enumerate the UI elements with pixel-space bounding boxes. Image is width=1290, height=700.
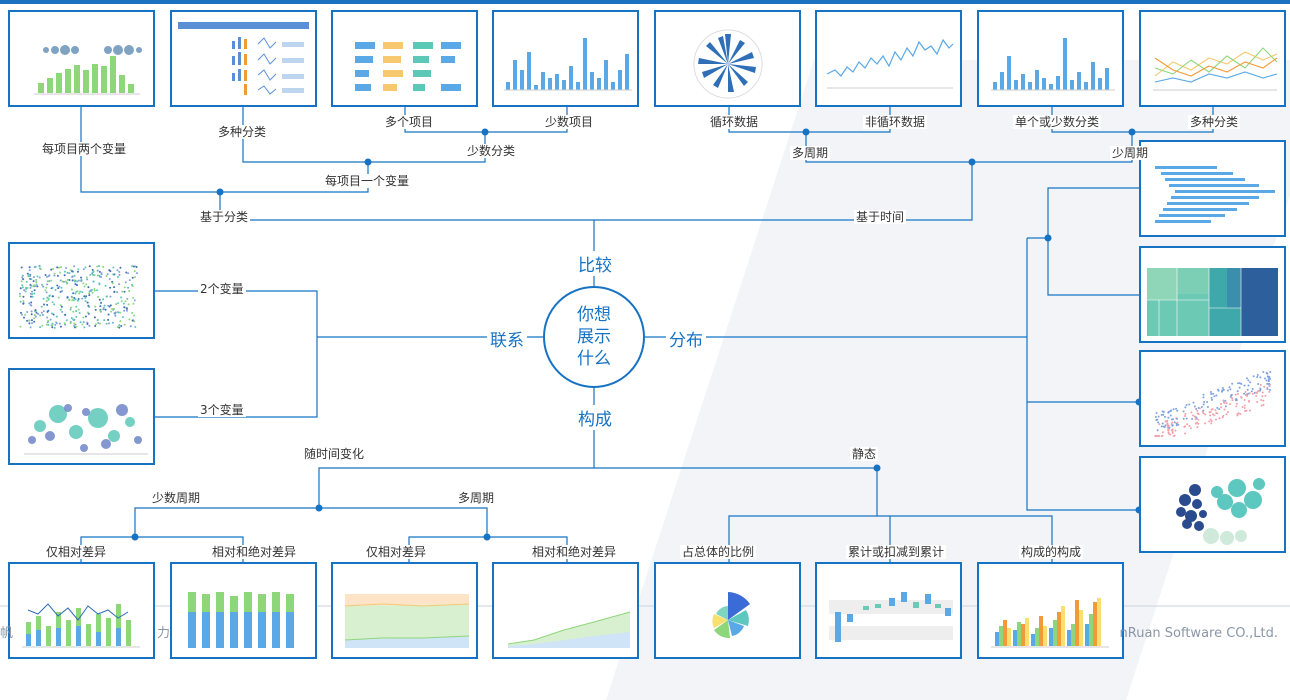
chart-card-multi-line[interactable]	[1139, 10, 1286, 107]
chart-card-nightingale-pie[interactable]	[654, 562, 801, 659]
chart-card-bullet[interactable]	[331, 10, 478, 107]
label-rel-abs-1: 相对和绝对差异	[210, 545, 299, 559]
center-question-circle: 你想展示什么	[543, 286, 645, 388]
label-two-vars: 2个变量	[198, 282, 246, 296]
branch-distribution: 分布	[666, 326, 706, 351]
label-few-items: 少数项目	[543, 115, 596, 129]
chart-card-packed-bubbles[interactable]	[1139, 456, 1286, 553]
chart-card-polar-rose[interactable]	[654, 10, 801, 107]
chart-card-line[interactable]	[815, 10, 962, 107]
label-relative-only-1: 仅相对差异	[44, 545, 109, 559]
label-two-vars-per-item: 每项目两个变量	[40, 142, 129, 156]
chart-card-stacked-column-line[interactable]	[8, 562, 155, 659]
label-few-periods-comp: 少数周期	[150, 491, 203, 505]
top-accent-bar	[0, 0, 1290, 4]
chart-card-bubble-bar[interactable]	[8, 10, 155, 107]
label-share-of-total: 占总体的比例	[680, 545, 757, 559]
branch-composition: 构成	[575, 405, 615, 430]
chart-card-scatter-distribution[interactable]	[1139, 350, 1286, 447]
label-single-or-few: 单个或少数分类	[1013, 115, 1102, 129]
label-over-time: 随时间变化	[302, 447, 367, 461]
footer-left-text-2: 力	[157, 626, 171, 641]
label-few-categories: 少数分类	[465, 144, 518, 158]
chart-card-stacked-area-percent[interactable]	[331, 562, 478, 659]
chart-card-horizontal-bar[interactable]	[1139, 140, 1286, 237]
chart-card-stacked-area[interactable]	[492, 562, 639, 659]
branch-relation: 联系	[487, 326, 527, 351]
footer-company: nRuan Software CO.,Ltd.	[1119, 626, 1278, 641]
label-three-vars: 3个变量	[198, 403, 246, 417]
label-by-time: 基于时间	[854, 210, 907, 224]
label-static: 静态	[850, 447, 879, 461]
chart-card-stacked-column[interactable]	[170, 562, 317, 659]
label-cyclic: 循环数据	[708, 115, 761, 129]
label-by-category: 基于分类	[198, 210, 251, 224]
label-component-of-component: 构成的构成	[1019, 545, 1084, 559]
chart-card-scatter[interactable]	[8, 242, 155, 339]
chart-card-treemap[interactable]	[1139, 246, 1286, 343]
label-accumulate: 累计或扣减到累计	[846, 545, 947, 559]
label-non-cyclic: 非循环数据	[863, 115, 928, 129]
chart-card-grouped-column[interactable]	[977, 562, 1124, 659]
label-few-periods: 少周期	[1110, 146, 1151, 160]
label-many-cat-time: 多种分类	[1188, 115, 1241, 129]
chart-card-column[interactable]	[492, 10, 639, 107]
label-relative-only-2: 仅相对差异	[364, 545, 429, 559]
chart-card-waterfall[interactable]	[815, 562, 962, 659]
chart-card-bubble[interactable]	[8, 368, 155, 465]
chart-card-column-time[interactable]	[977, 10, 1124, 107]
label-many-categories: 多种分类	[216, 125, 269, 139]
label-many-items: 多个项目	[383, 115, 436, 129]
chart-card-table-chart[interactable]	[170, 10, 317, 107]
branch-compare: 比较	[575, 251, 615, 276]
label-many-periods: 多周期	[790, 146, 831, 160]
label-many-periods-comp: 多周期	[456, 491, 497, 505]
connector-lines	[0, 106, 1290, 607]
footer-left-text: 帆	[0, 626, 14, 641]
label-rel-abs-2: 相对和绝对差异	[530, 545, 619, 559]
label-one-var-per-item: 每项目一个变量	[323, 174, 412, 188]
center-question-text: 你想展示什么	[577, 305, 611, 369]
